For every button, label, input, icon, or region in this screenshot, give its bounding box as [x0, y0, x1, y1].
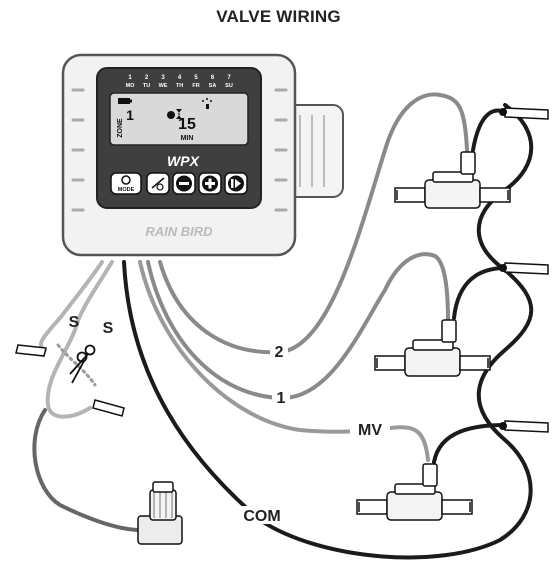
valve-2 — [374, 319, 491, 377]
label-master-valve: MV — [358, 422, 382, 439]
zone-value: 1 — [126, 107, 134, 123]
sprinkler-head-icon — [202, 98, 212, 109]
button-mode[interactable]: MODE — [110, 172, 142, 195]
side-grips — [71, 88, 288, 212]
zone-label: ZONE — [117, 118, 124, 138]
day-abbr-mo: MO — [126, 83, 136, 89]
valve-1 — [394, 151, 511, 209]
label-zone-2: 2 — [275, 344, 284, 361]
valve2-common-lead — [452, 266, 507, 320]
day-number-tu: 2 — [145, 75, 149, 81]
wires — [32, 92, 534, 560]
valve3-common-lead — [432, 423, 507, 464]
brand-logo: RAIN BIRD — [145, 224, 213, 239]
day-number-sa: 6 — [211, 75, 215, 81]
sensor-connector-upper — [15, 344, 47, 357]
diagram-title: VALVE WIRING — [216, 7, 341, 26]
rain-sensor — [137, 481, 183, 545]
day-labels: 1MO 2TU 3WE 4TH 5FR 6SA 7SU — [126, 75, 233, 89]
day-abbr-tu: TU — [143, 83, 150, 89]
button-plus[interactable] — [198, 172, 222, 195]
label-sensor-left: S — [69, 314, 80, 331]
day-number-mo: 1 — [128, 75, 132, 81]
wire-labels: S S 2 1 MV COM — [69, 314, 390, 525]
day-abbr-we: WE — [159, 83, 168, 89]
day-number-we: 3 — [161, 75, 165, 81]
scissors-icon — [69, 344, 96, 384]
day-abbr-su: SU — [225, 83, 233, 89]
wire-connector-2 — [499, 262, 549, 275]
wire-connector-1 — [499, 107, 549, 120]
day-abbr-sa: SA — [209, 83, 217, 89]
valve1-common-lead — [471, 108, 507, 152]
sensor-connector-lower — [92, 399, 125, 417]
wire-master-valve — [138, 260, 430, 462]
mode-label: MODE — [118, 187, 135, 193]
wire-connectors — [499, 107, 549, 433]
sensor-assembly — [15, 344, 183, 545]
day-number-fr: 5 — [194, 75, 198, 81]
duration-value: 15 — [178, 116, 196, 133]
wire-sensor-left — [45, 260, 114, 419]
wire-zone-2 — [158, 92, 469, 355]
wire-sensor-right — [39, 260, 104, 352]
wire-sensor-lower — [32, 408, 142, 532]
label-zone-1: 1 — [277, 390, 286, 407]
day-number-th: 4 — [178, 75, 182, 81]
wire-zone-1 — [146, 252, 450, 401]
valves — [356, 151, 511, 521]
battery-icon — [118, 98, 132, 104]
label-sensor-right: S — [103, 320, 114, 337]
wire-connector-3 — [499, 420, 549, 433]
button-manual-water[interactable] — [146, 172, 170, 195]
label-common: COM — [243, 508, 280, 525]
duration-unit: MIN — [181, 135, 194, 142]
valve-3 — [356, 463, 473, 521]
day-number-su: 7 — [227, 75, 231, 81]
day-abbr-fr: FR — [192, 83, 199, 89]
button-minus[interactable] — [172, 172, 196, 195]
watering-icon — [167, 109, 182, 119]
button-next[interactable] — [224, 172, 248, 195]
wire-sensor-dotted — [56, 343, 97, 387]
day-abbr-th: TH — [176, 83, 183, 89]
model-name: WPX — [167, 153, 201, 169]
